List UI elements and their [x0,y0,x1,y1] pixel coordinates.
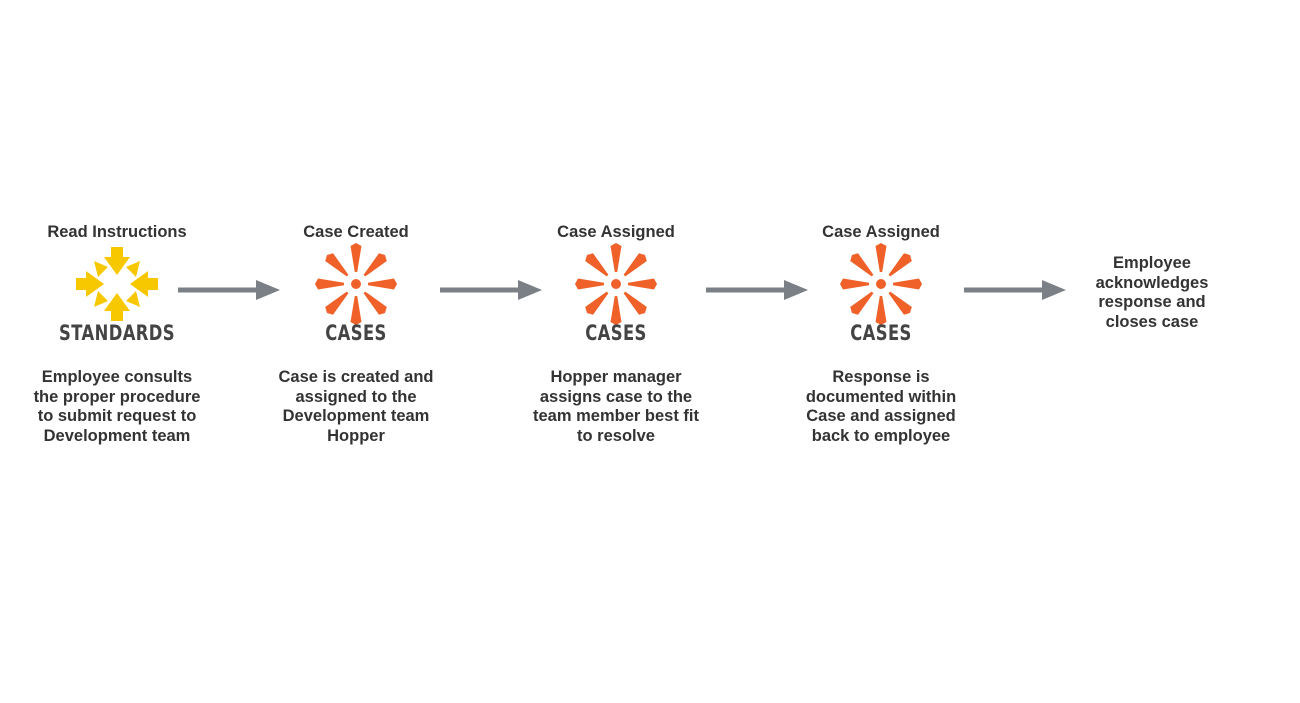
burst-blade [888,253,912,277]
step-description: Response is documented within Case and a… [805,368,957,445]
burst-blade [840,278,869,290]
burst-blade [350,243,362,272]
burst-blade [325,291,349,315]
arrow-right-icon [964,280,1066,300]
burst-blade [888,291,912,315]
burst-center [611,279,621,289]
burst-blade [623,291,647,315]
burst-blade [368,278,397,290]
step-description: Case is created and assigned to the Deve… [278,368,434,445]
standards-logo-text: STANDARDS [59,321,175,345]
cases-burst-icon [840,243,922,325]
cases-logo-text: CASES [850,321,912,345]
burst-blade [325,253,349,277]
burst-blade [363,291,387,315]
final-step-text: Employee acknowledges response and close… [1095,254,1209,331]
cases-burst-icon [315,243,397,325]
burst-blade [315,278,344,290]
cases-logo-text: CASES [585,321,647,345]
burst-blade [623,253,647,277]
step-title: Case Created [303,223,409,241]
burst-blade [893,278,922,290]
step-description: Employee consults the proper procedure t… [33,368,201,445]
standards-compass-icon [76,247,158,321]
burst-blade [875,296,887,325]
step-title: Case Assigned [822,223,940,241]
burst-blade [610,296,622,325]
burst-blade [875,243,887,272]
burst-blade [585,253,609,277]
burst-blade [850,291,874,315]
burst-blade [363,253,387,277]
burst-blade [585,291,609,315]
arrow-right-icon [178,280,280,300]
step-description: Hopper manager assigns case to the team … [533,368,699,445]
arrow-right-icon [706,280,808,300]
burst-blade [350,296,362,325]
burst-center [876,279,886,289]
burst-blade [610,243,622,272]
arrow-right-icon [440,280,542,300]
burst-blade [850,253,874,277]
burst-blade [575,278,604,290]
cases-burst-icon [575,243,657,325]
burst-blade [628,278,657,290]
cases-logo-text: CASES [325,321,387,345]
step-title: Case Assigned [557,223,675,241]
burst-center [351,279,361,289]
step-title: Read Instructions [47,223,187,241]
